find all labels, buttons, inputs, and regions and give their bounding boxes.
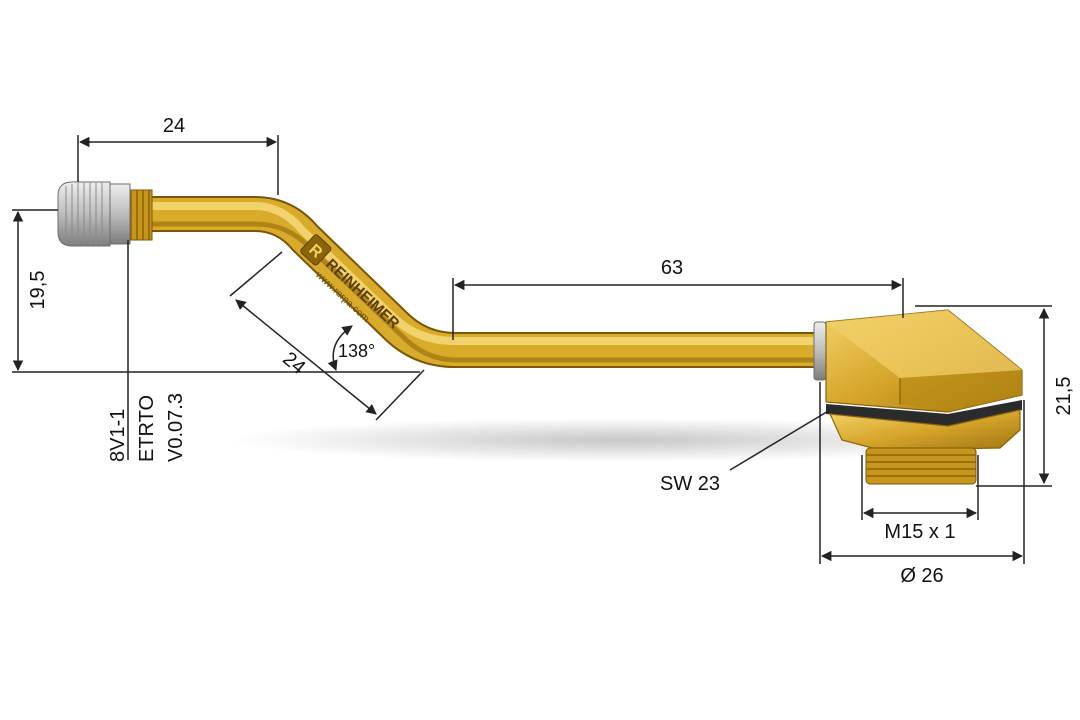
valve-head [825,309,1023,413]
dim-diameter-label: Ø 26 [900,565,943,587]
dim-angle-label: 138° [338,341,375,361]
valve-tube [140,196,820,368]
dim-height-offset-label: 19,5 [27,271,49,310]
valve-cap [57,181,131,247]
code-line-1: 8V1-1 [107,409,129,462]
dim-base-height-label: 21,5 [1053,377,1075,416]
dim-bend-length-label: 24 [278,348,309,379]
valve-gasket [826,400,1022,426]
dim-angle: 138° [327,325,375,371]
brand-mark: R REINHEIMER www.rerpa.com [300,234,403,332]
valve-shadow [230,418,1010,462]
dim-diameter: Ø 26 [819,382,1025,587]
dim-base-height: 21,5 [915,305,1075,487]
dim-wrench-size-label: SW 23 [660,473,720,495]
dim-straight-length: 63 [452,257,904,340]
dim-nozzle-length: 24 [77,115,279,195]
code-line-3: V0.07.3 [165,393,187,462]
etrto-codes: 8V1-1 ETRTO V0.07.3 [107,393,187,462]
dim-thread-label: M15 x 1 [884,521,955,543]
logo-badge-icon [300,234,332,266]
dim-wrench-size: SW 23 [660,409,831,495]
valve-thread-bottom [865,447,977,485]
dim-straight-length-label: 63 [661,257,683,279]
dim-nozzle-length-label: 24 [163,115,185,137]
valve-lower-nut [829,409,1021,451]
code-line-2: ETRTO [136,395,158,462]
dim-thread: M15 x 1 [861,455,979,543]
valve-ring [813,321,827,381]
